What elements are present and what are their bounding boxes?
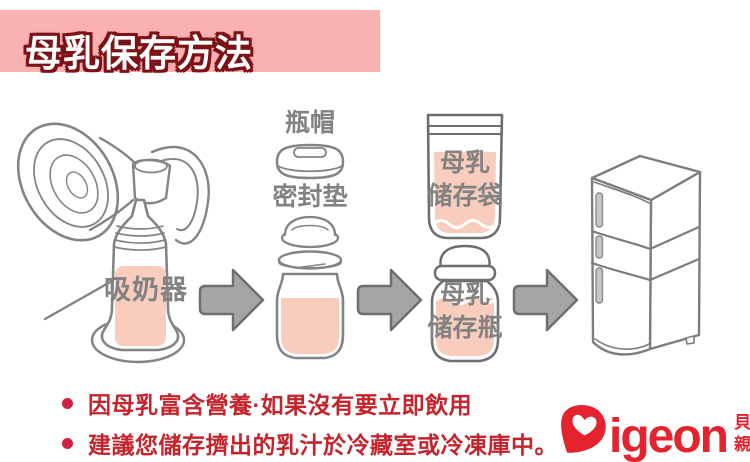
storage-bottle-milk-fill [436, 298, 494, 356]
header-banner: 母乳保存方法 [0, 10, 380, 74]
note-text: 建議您儲存擠出的乳汁於冷藏室或冷凍庫中。 [88, 432, 558, 458]
logo-cjk-text: 貝 親 [734, 413, 750, 454]
fridge-handle [595, 192, 604, 228]
note-item: 因母乳富含營養·如果沒有要立即飲用 [62, 386, 558, 420]
bullet-icon [62, 437, 73, 449]
pump-milk-fill [115, 266, 166, 346]
milk-bottle [275, 250, 345, 360]
storage-containers-illustration [426, 113, 504, 363]
fridge-handle [595, 267, 604, 304]
bottle-parts-illustration [275, 143, 345, 360]
diagram-artwork [16, 113, 702, 364]
bottle-milk-fill [281, 298, 339, 354]
gasket-label: 密封垫 [272, 183, 348, 211]
arrow-right-icon [512, 268, 579, 332]
bullet-icon [62, 397, 73, 409]
pump-label: 吸奶器 [104, 275, 188, 305]
bottle-cap [275, 143, 345, 180]
fridge-handle [595, 235, 604, 259]
storage-process-diagram: 吸奶器 瓶帽 密封垫 母乳 储存袋 母乳 储存瓶 [0, 90, 750, 382]
arrow-right-icon [356, 268, 423, 332]
notes-list: 因母乳富含營養·如果沒有要立即飲用 建議您儲存擠出的乳汁於冷藏室或冷凍庫中。 [62, 386, 558, 462]
note-text: 因母乳富含營養·如果沒有要立即飲用 [88, 392, 473, 418]
storage-bag-label: 母乳 储存袋 [427, 149, 503, 210]
heart-icon [561, 405, 606, 453]
cap-label: 瓶帽 [284, 109, 335, 137]
sealing-gasket [280, 215, 340, 249]
pigeon-logo: igeon 貝 親 [556, 402, 750, 462]
arrow-right-icon [198, 268, 265, 332]
page-title: 母乳保存方法 [25, 33, 253, 74]
milk-storage-bag [426, 113, 504, 240]
breast-pump-illustration [16, 122, 210, 364]
logo-wordmark: igeon [609, 409, 729, 462]
storage-bottle-label: 母乳 储存瓶 [427, 281, 503, 342]
bag-milk-fill [434, 152, 496, 233]
note-item: 建議您儲存擠出的乳汁於冷藏室或冷凍庫中。 [62, 426, 558, 460]
refrigerator-illustration [590, 154, 702, 356]
milk-storage-bottle [430, 244, 500, 363]
